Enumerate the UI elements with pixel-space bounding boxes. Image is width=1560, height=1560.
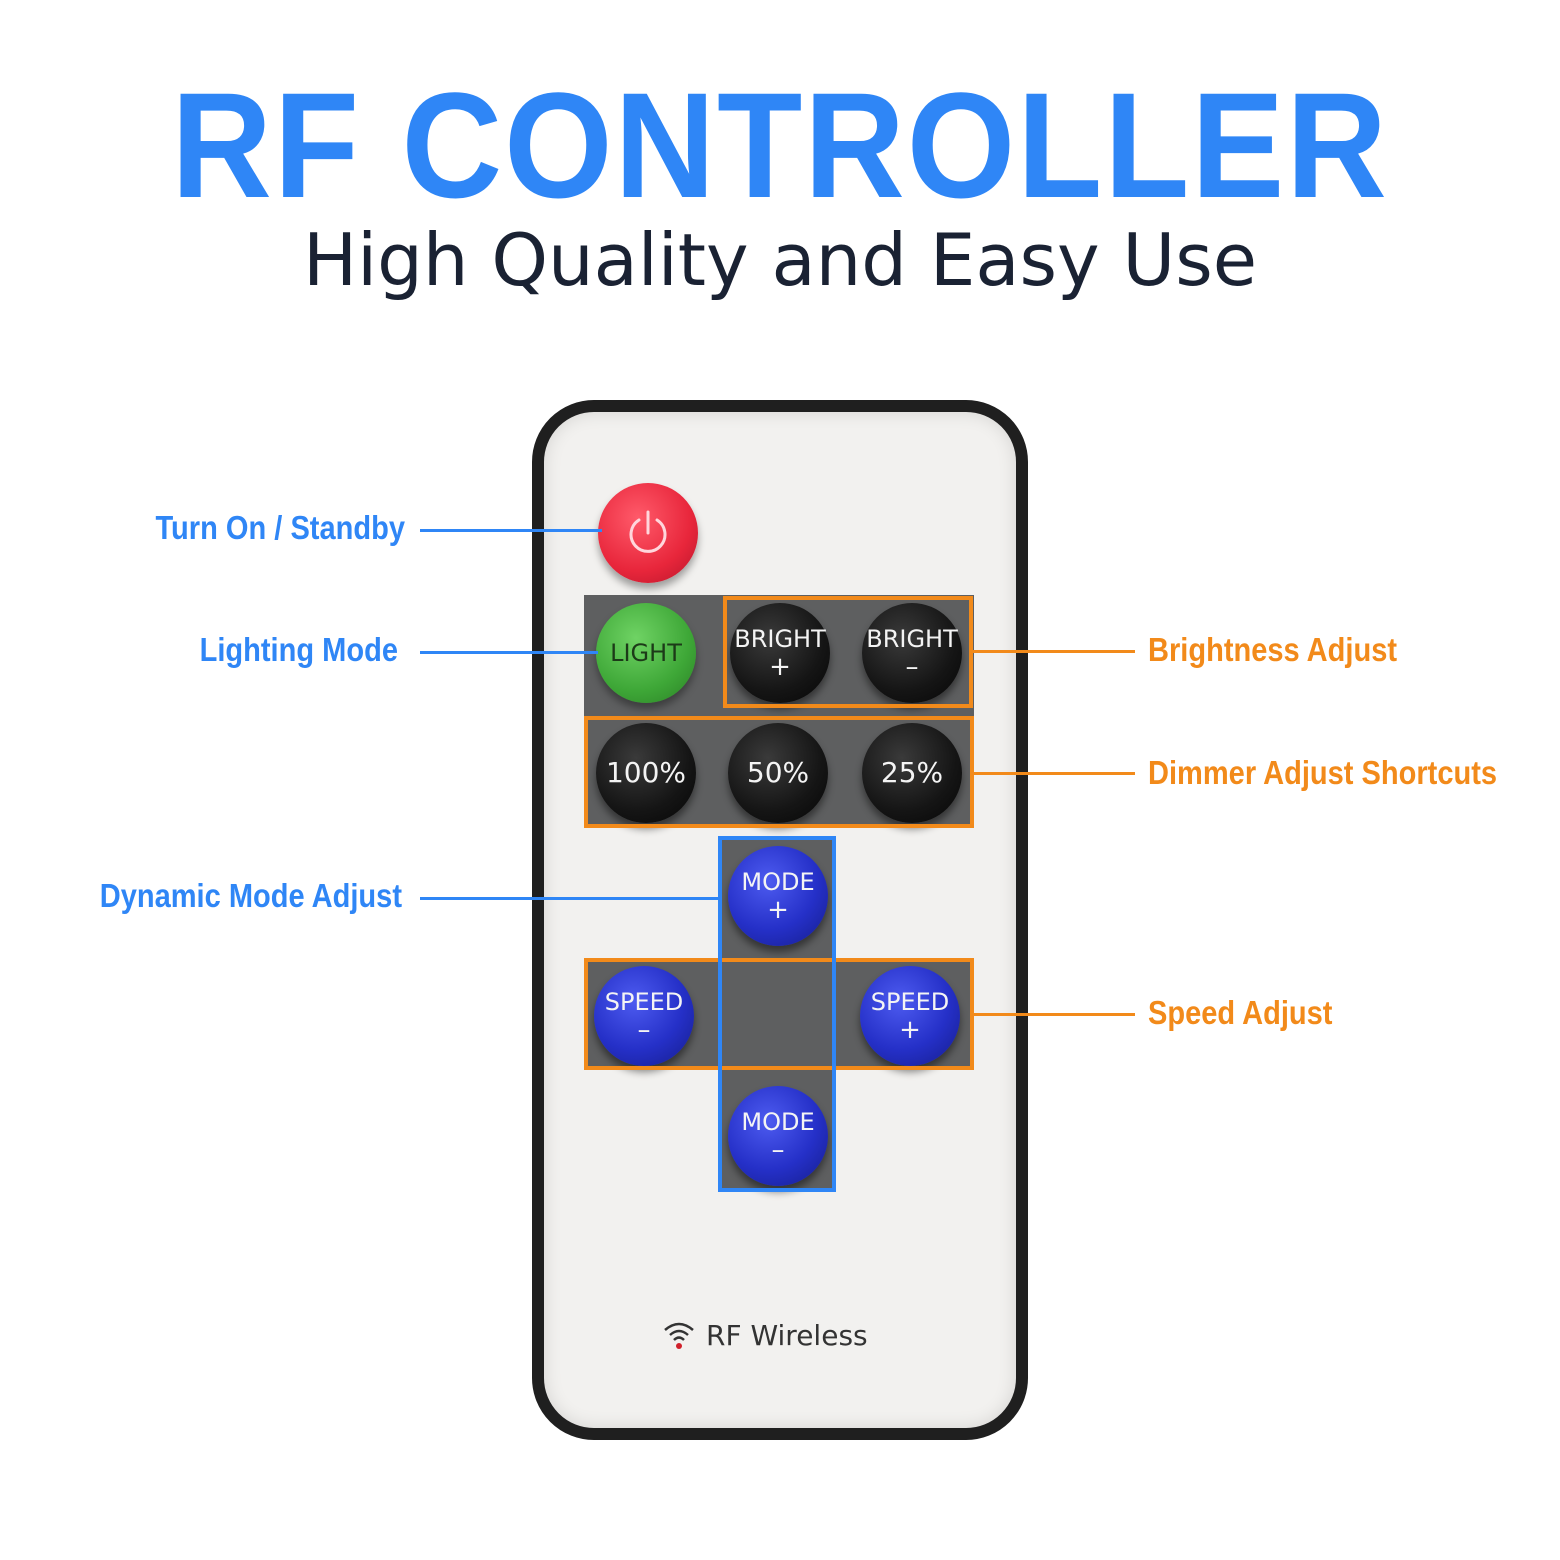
dim-100-button[interactable]: 100% [596,723,696,823]
power-button[interactable] [598,483,698,583]
speed-minus-label: SPEED [604,988,684,1016]
callout-line-dimmer [973,772,1135,775]
callout-dimmer-adjust-shortcuts: Dimmer Adjust Shortcuts [1148,754,1498,791]
callout-brightness-adjust: Brightness Adjust [1148,631,1398,668]
callout-line-speed [973,1013,1135,1016]
dimmer-highlight-box [584,716,974,828]
dim-25-label: 25% [880,756,944,789]
bright-plus-label: BRIGHT [734,625,826,653]
bright-minus-label: BRIGHT [866,625,958,653]
callout-speed-adjust: Speed Adjust [1148,994,1333,1031]
bright-plus-button[interactable]: BRIGHT + [730,603,830,703]
speed-minus-sign: – [637,1015,651,1045]
dim-100-label: 100% [605,756,687,789]
speed-plus-button[interactable]: SPEED + [860,966,960,1066]
light-button[interactable]: LIGHT [596,603,696,703]
mode-plus-label: MODE [741,868,815,896]
callout-line-dynamic-mode [420,897,718,900]
brightness-highlight-box [723,596,973,708]
callout-line-lighting-mode [420,651,598,654]
bright-minus-button[interactable]: BRIGHT – [862,603,962,703]
callout-line-brightness [973,650,1135,653]
bright-minus-sign: – [905,652,919,682]
page-title: RF CONTROLLER [171,61,1389,229]
callout-lighting-mode: Lighting Mode [199,631,398,668]
speed-plus-sign: + [899,1015,921,1045]
power-icon [629,510,667,553]
rf-wireless-footer: RF Wireless [662,1313,902,1357]
speed-minus-button[interactable]: SPEED – [594,966,694,1066]
dim-50-label: 50% [746,756,810,789]
callout-line-turn-on [420,529,602,532]
rf-wireless-label: RF Wireless [706,1318,868,1352]
speed-highlight-box [584,958,974,1070]
mode-plus-sign: + [767,895,789,925]
speed-plus-label: SPEED [870,988,950,1016]
bright-plus-sign: + [769,652,791,682]
mode-plus-button[interactable]: MODE + [728,846,828,946]
callout-dynamic-mode-adjust: Dynamic Mode Adjust [99,877,402,914]
dim-50-button[interactable]: 50% [728,723,828,823]
callout-turn-on-standby: Turn On / Standby [155,509,405,546]
wifi-icon [664,1322,694,1349]
light-button-label: LIGHT [610,639,682,667]
dim-25-button[interactable]: 25% [862,723,962,823]
mode-highlight-box [718,836,836,1192]
mode-minus-label: MODE [741,1108,815,1136]
page-subtitle: High Quality and Easy Use [303,218,1257,302]
mode-minus-button[interactable]: MODE – [728,1086,828,1186]
mode-minus-sign: – [771,1135,785,1165]
